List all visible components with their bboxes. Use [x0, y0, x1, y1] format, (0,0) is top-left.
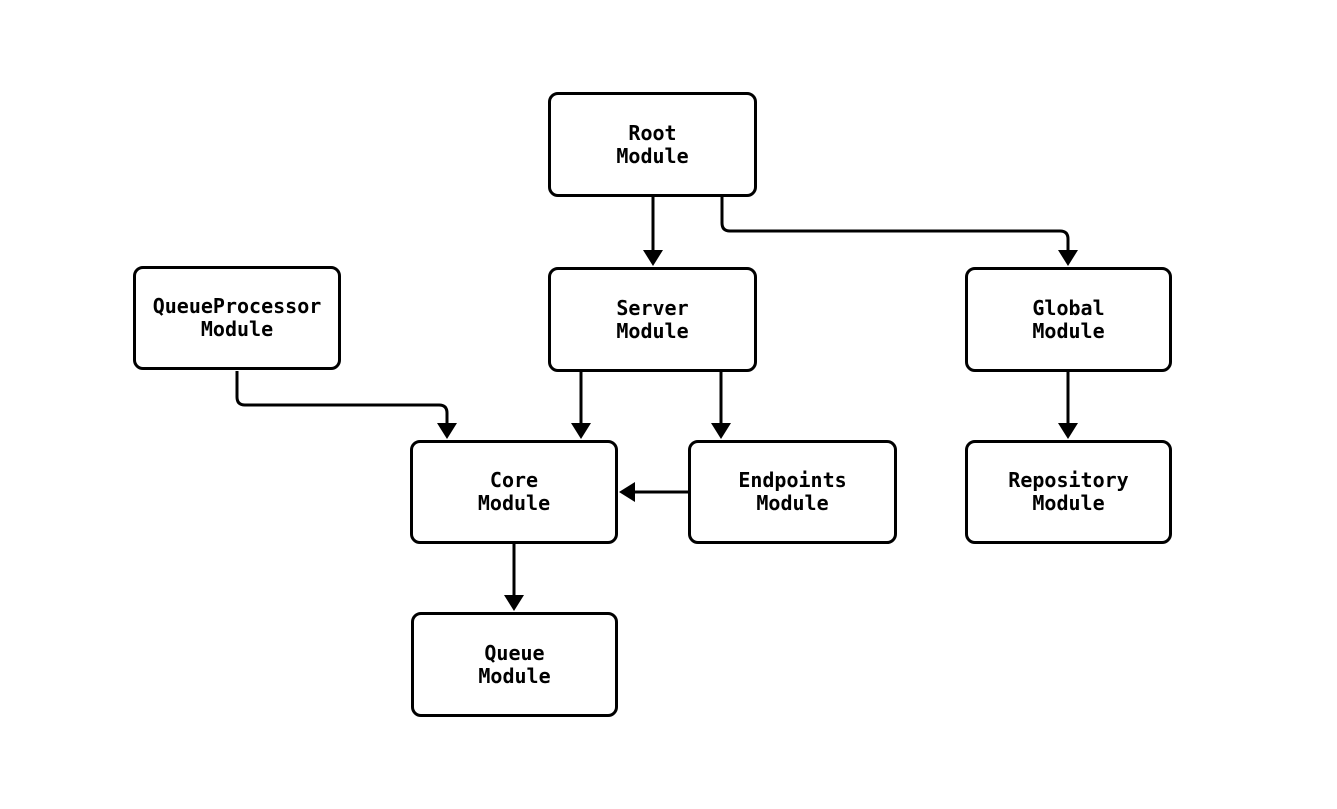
edge-core-to-queue	[504, 543, 524, 611]
arrowhead-down-icon	[643, 250, 663, 266]
node-repository-module: Repository Module	[965, 440, 1172, 544]
edge-server-to-core	[571, 372, 591, 439]
arrowhead-down-icon	[1058, 250, 1078, 266]
arrowhead-down-icon	[437, 423, 457, 439]
node-root-module: Root Module	[548, 92, 757, 197]
arrowhead-down-icon	[571, 423, 591, 439]
edge-global-to-repository	[1058, 372, 1078, 439]
node-server-module: Server Module	[548, 267, 757, 372]
arrowhead-down-icon	[504, 595, 524, 611]
node-queue-module: Queue Module	[411, 612, 618, 717]
edge-root-to-global	[720, 197, 1078, 266]
arrowhead-down-icon	[711, 423, 731, 439]
node-endpoints-module: Endpoints Module	[688, 440, 897, 544]
node-global-module: Global Module	[965, 267, 1172, 372]
edge-root-to-server	[643, 197, 663, 266]
edge-endpoints-to-core	[619, 482, 688, 502]
node-core-module: Core Module	[410, 440, 618, 544]
node-queueprocessor-module: QueueProcessor Module	[133, 266, 341, 370]
edge-server-to-endpoints	[711, 372, 731, 439]
arrowhead-left-icon	[619, 482, 635, 502]
arrowhead-down-icon	[1058, 423, 1078, 439]
edge-queueprocessor-to-core	[235, 371, 457, 439]
